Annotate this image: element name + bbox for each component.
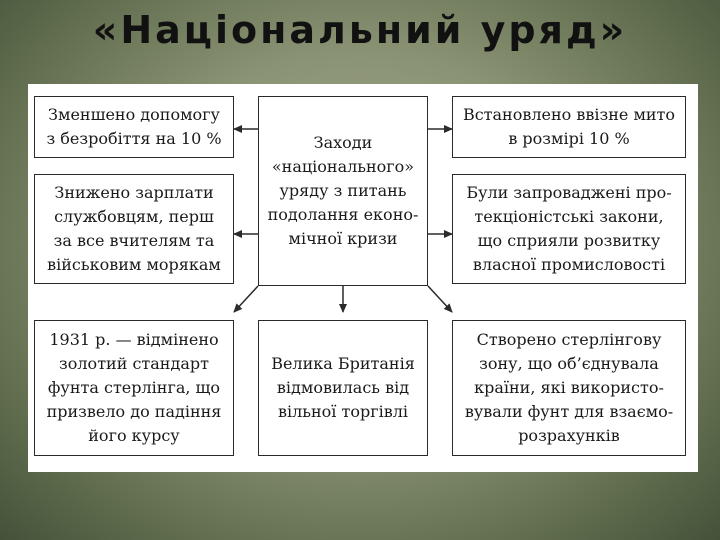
box-bottom-left: 1931 р. — відмінено золотий стандарт фун… — [34, 320, 234, 456]
middle-right-text: Були запроваджені про- текціоністські за… — [466, 183, 672, 274]
box-bottom-right: Створено стерлінгову зону, що об’єднувал… — [452, 320, 686, 456]
bottom-center-text: Велика Британія відмовилась від вільної … — [271, 354, 415, 421]
middle-left-text: Знижено зарплати службовцям, перш за все… — [47, 183, 221, 274]
slide-title: «Національний уряд» — [92, 8, 628, 52]
arrow-to-bottom-right — [427, 285, 453, 313]
box-middle-right: Були запроваджені про- текціоністські за… — [452, 174, 686, 284]
box-bottom-center: Велика Британія відмовилась від вільної … — [258, 320, 428, 456]
bottom-right-text: Створено стерлінгову зону, що об’єднувал… — [464, 330, 674, 445]
bottom-left-text: 1931 р. — відмінено золотий стандарт фун… — [46, 330, 222, 445]
box-center-measures: Заходи «національного» уряду з питань по… — [258, 96, 428, 286]
top-right-text: Встановлено ввізне мито в розмірі 10 % — [462, 105, 676, 148]
center-text: Заходи «національного» уряду з питань по… — [267, 133, 419, 248]
arrow-to-bottom-left — [233, 285, 259, 313]
box-top-left: Зменшено допомогу з безробіття на 10 % — [34, 96, 234, 158]
diagram-panel: Заходи «національного» уряду з питань по… — [28, 84, 698, 472]
box-top-right: Встановлено ввізне мито в розмірі 10 % — [452, 96, 686, 158]
top-left-text: Зменшено допомогу з безробіття на 10 % — [46, 105, 222, 148]
connector-arrows — [233, 125, 453, 313]
box-middle-left: Знижено зарплати службовцям, перш за все… — [34, 174, 234, 284]
